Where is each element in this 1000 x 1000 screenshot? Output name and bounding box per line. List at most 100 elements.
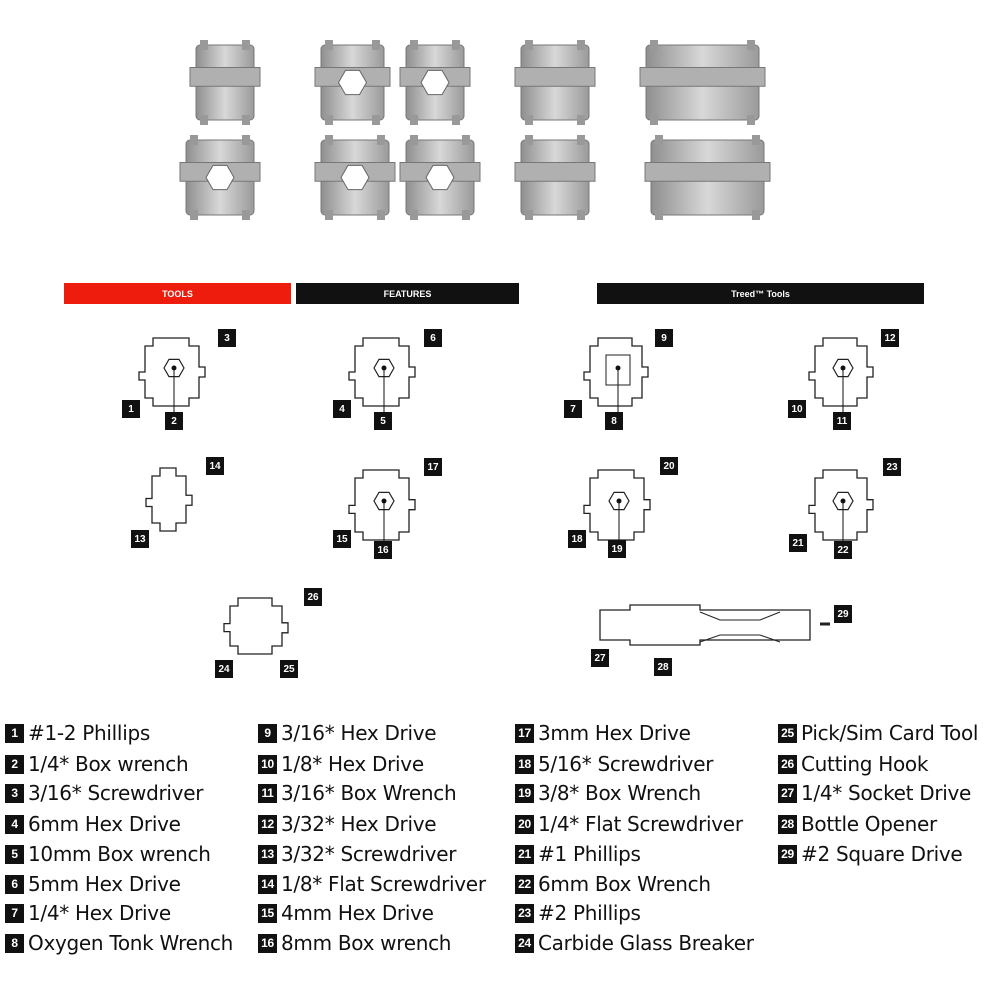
metal-tool-tab (462, 210, 470, 220)
legend-number: 3 (5, 783, 24, 803)
metal-tool-tab (325, 40, 333, 50)
callout-badge-7: 7 (564, 400, 582, 418)
metal-tool-tab (242, 210, 250, 220)
legend-label: 10mm Box wrench (28, 842, 211, 866)
metal-tool-tab (410, 135, 418, 145)
oxygen-wrench-slot (605, 354, 631, 386)
callout-badge-12: 12 (881, 329, 899, 347)
metal-tool-tab (577, 115, 585, 125)
hex-opening (340, 164, 370, 191)
hex-opening (425, 164, 455, 191)
legend-number: 29 (778, 844, 797, 864)
legend-number: 11 (258, 783, 277, 803)
legend-number: 16 (258, 933, 277, 953)
legend-number: 13 (258, 844, 277, 864)
metal-tool-arm (644, 162, 771, 182)
tools-header: TOOLS (64, 283, 291, 304)
legend-item: 21#1 Phillips (515, 842, 641, 866)
legend-number: 6 (5, 874, 24, 894)
hex-opening (205, 164, 235, 191)
metal-tool-tab (242, 40, 250, 50)
callout-badge-1: 1 (122, 400, 140, 418)
legend-label: Oxygen Tonk Wrench (28, 931, 234, 955)
callout-badge-18: 18 (568, 530, 586, 548)
callout-badge-22: 22 (834, 541, 852, 559)
metal-tool-tab (372, 40, 380, 50)
metal-tool-tab (410, 40, 418, 50)
metal-tool-tab (525, 115, 533, 125)
callout-badge-3: 3 (218, 329, 236, 347)
legend-label: 3/16* Screwdriver (28, 781, 204, 805)
legend-number: 21 (515, 844, 534, 864)
legend-label: 3/32* Hex Drive (281, 812, 437, 836)
legend-label: #2 Square Drive (801, 842, 963, 866)
metal-tool-tab (452, 115, 460, 125)
legend-label: 3/32* Screwdriver (281, 842, 457, 866)
tool-outline-1 (138, 337, 206, 407)
legend-label: Pick/Sim Card Tool (801, 721, 979, 745)
metal-tool-tab (462, 135, 470, 145)
legend-label: 4mm Hex Drive (281, 901, 434, 925)
legend-label: 1/4* Box wrench (28, 752, 189, 776)
hex-opening (337, 69, 368, 96)
metal-tool-tab (377, 135, 385, 145)
legend-number: 28 (778, 814, 797, 834)
legend-label: 3mm Hex Drive (538, 721, 691, 745)
legend-label: #2 Phillips (538, 901, 641, 925)
legend-label: 1/4* Hex Drive (28, 901, 171, 925)
callout-badge-20: 20 (660, 457, 678, 475)
tool-outline-9 (223, 597, 289, 655)
callout-badge-9: 9 (655, 329, 673, 347)
metal-tool-tab (577, 210, 585, 220)
legend-number: 4 (5, 814, 24, 834)
legend-number: 7 (5, 903, 24, 923)
callout-badge-13: 13 (131, 530, 149, 548)
callout-badge-11: 11 (833, 412, 851, 430)
legend-item: 29#2 Square Drive (778, 842, 963, 866)
legend-label: Bottle Opener (801, 812, 937, 836)
metal-tool-tab (525, 40, 533, 50)
metal-tool-tab (650, 40, 658, 50)
callout-badge-19: 19 (608, 540, 626, 558)
legend-number: 26 (778, 754, 797, 774)
callout-badge-21: 21 (789, 534, 807, 552)
callout-badge-24: 24 (215, 660, 233, 678)
metal-tool-tab (242, 135, 250, 145)
callout-badge-28: 28 (654, 658, 672, 676)
metal-tool-arm (639, 67, 766, 87)
legend-label: 6mm Hex Drive (28, 812, 181, 836)
legend-number: 24 (515, 933, 534, 953)
legend-label: #1-2 Phillips (28, 721, 150, 745)
legend-label: Cutting Hook (801, 752, 929, 776)
legend-number: 8 (5, 933, 24, 953)
tool-outline-8 (808, 469, 874, 541)
legend-number: 12 (258, 814, 277, 834)
metal-tool-tab (410, 210, 418, 220)
legend-label: 3/8* Box Wrench (538, 781, 701, 805)
metal-tool-tab (377, 210, 385, 220)
legend-number: 19 (515, 783, 534, 803)
metal-tool-arm (189, 67, 261, 87)
legend-label: 6mm Box Wrench (538, 872, 711, 896)
metal-tool-tab (650, 115, 658, 125)
callout-badge-14: 14 (206, 457, 224, 475)
tool-outline-long (599, 604, 811, 646)
callout-badge-15: 15 (333, 530, 351, 548)
features-header: FEATURES (296, 283, 519, 304)
